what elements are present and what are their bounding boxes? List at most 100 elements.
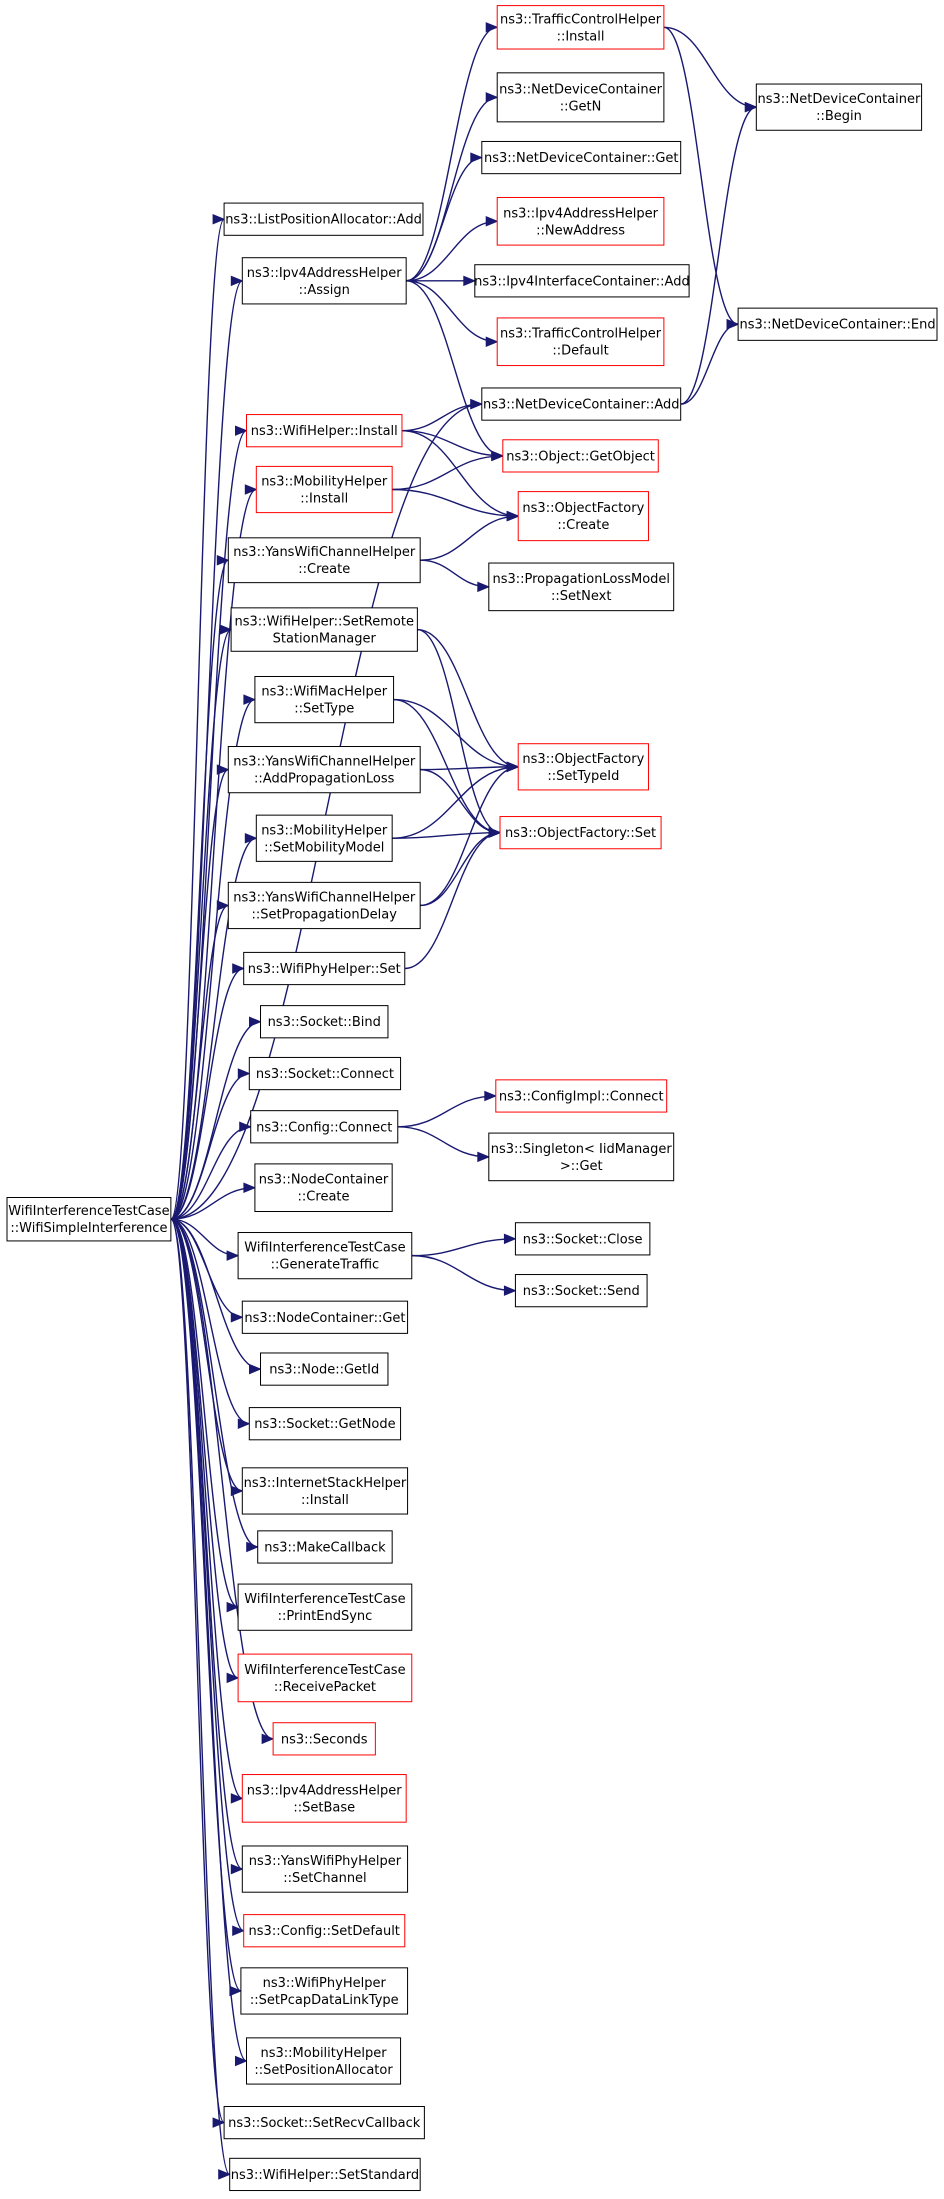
node-ndc-begin[interactable]: ns3::NetDeviceContainer::Begin bbox=[755, 83, 923, 131]
node-makecallback[interactable]: ns3::MakeCallback bbox=[257, 1530, 393, 1564]
node-label: ns3::Socket::Connect bbox=[256, 1067, 394, 1082]
node-singleton-get[interactable]: ns3::Singleton< IidManager>::Get bbox=[488, 1132, 675, 1182]
node-box bbox=[502, 439, 659, 473]
node-witc-recvpacket[interactable]: WifiInterferenceTestCase::ReceivePacket bbox=[237, 1653, 413, 1703]
node-of-settypeid[interactable]: ns3::ObjectFactory::SetTypeId bbox=[517, 743, 649, 791]
edge-arrowhead bbox=[232, 1925, 246, 1936]
node-box bbox=[517, 743, 649, 791]
edge-arrowhead bbox=[477, 1151, 491, 1163]
node-label: ns3::YansWifiChannelHelper bbox=[233, 545, 416, 560]
node-sock-close[interactable]: ns3::Socket::Close bbox=[514, 1222, 651, 1256]
node-nc-get[interactable]: ns3::NodeContainer::Get bbox=[241, 1300, 409, 1334]
node-box bbox=[227, 881, 421, 930]
node-sock-setrecv[interactable]: ns3::Socket::SetRecvCallback bbox=[223, 2105, 425, 2140]
edge-cfg-connect-to-singleton-get bbox=[397, 1126, 491, 1163]
node-of-set[interactable]: ns3::ObjectFactory::Set bbox=[499, 816, 662, 850]
edge-line bbox=[170, 698, 256, 1220]
node-label: ns3::Ipv4InterfaceContainer::Add bbox=[474, 274, 690, 289]
node-node-getid[interactable]: ns3::Node::GetId bbox=[260, 1352, 389, 1386]
node-box bbox=[255, 465, 393, 514]
node-label: ::Begin bbox=[816, 109, 862, 124]
node-box bbox=[254, 675, 395, 724]
node-label: ns3::Ipv4AddressHelper bbox=[247, 1783, 403, 1798]
edge-line bbox=[420, 515, 519, 561]
node-sock-connect[interactable]: ns3::Socket::Connect bbox=[248, 1056, 402, 1091]
node-lpa-add[interactable]: ns3::ListPositionAllocator::Add bbox=[223, 202, 424, 236]
node-witc-printend[interactable]: WifiInterferenceTestCase::PrintEndSync bbox=[237, 1583, 413, 1631]
edge-ywch-addprop-to-of-set bbox=[420, 768, 502, 838]
node-ndc-end[interactable]: ns3::NetDeviceContainer::End bbox=[737, 307, 938, 341]
node-ipv4ah-newaddr[interactable]: ns3::Ipv4AddressHelper::NewAddress bbox=[496, 196, 665, 246]
node-box bbox=[488, 562, 675, 612]
node-wh-install[interactable]: ns3::WifiHelper::Install bbox=[246, 414, 403, 448]
node-box bbox=[496, 317, 665, 367]
edge-line bbox=[401, 429, 503, 457]
node-tch-default[interactable]: ns3::TrafficControlHelper::Default bbox=[496, 317, 665, 367]
node-label: ns3::WifiPhyHelper bbox=[263, 1976, 387, 1991]
node-plm-setnext[interactable]: ns3::PropagationLossModel::SetNext bbox=[488, 562, 675, 612]
node-label: ns3::Socket::Close bbox=[523, 1232, 643, 1247]
node-label: ::PrintEndSync bbox=[278, 1609, 373, 1624]
node-label: ns3::Seconds bbox=[281, 1732, 368, 1747]
node-ish-install[interactable]: ns3::InternetStackHelper::Install bbox=[241, 1467, 409, 1515]
edge-arrowhead bbox=[212, 2117, 226, 2128]
edge-arrowhead bbox=[235, 2055, 248, 2067]
edge-arrowhead bbox=[485, 216, 499, 227]
node-box bbox=[495, 1079, 668, 1113]
edge-line bbox=[420, 831, 501, 907]
node-ywch-setdelay[interactable]: ns3::YansWifiChannelHelper::SetPropagati… bbox=[227, 881, 421, 930]
edge-root-to-ywch-setdelay bbox=[170, 900, 230, 1220]
node-mh-install[interactable]: ns3::MobilityHelper::Install bbox=[255, 465, 393, 514]
edge-arrowhead bbox=[229, 1985, 243, 1997]
node-obj-getobject[interactable]: ns3::Object::GetObject bbox=[502, 439, 659, 473]
node-label: ns3::Ipv4AddressHelper bbox=[247, 266, 403, 281]
node-label: StationManager bbox=[273, 632, 377, 647]
node-tch-install[interactable]: ns3::TrafficControlHelper::Install bbox=[496, 5, 665, 50]
edge-line bbox=[417, 628, 519, 768]
node-label: ns3::ObjectFactory bbox=[522, 501, 644, 516]
edge-wh-install-to-obj-getobject bbox=[401, 429, 505, 462]
edge-line bbox=[170, 1218, 239, 1608]
edge-arrowhead bbox=[261, 1733, 275, 1745]
edge-arrowhead bbox=[212, 213, 226, 225]
node-ywch-addprop[interactable]: ns3::YansWifiChannelHelper::AddPropagati… bbox=[227, 746, 421, 794]
node-ndc-getn[interactable]: ns3::NetDeviceContainer::GetN bbox=[496, 72, 665, 123]
node-cfgimpl-connect[interactable]: ns3::ConfigImpl::Connect bbox=[495, 1079, 668, 1113]
node-box bbox=[237, 1232, 413, 1280]
node-box bbox=[230, 607, 418, 652]
node-ndc-get[interactable]: ns3::NetDeviceContainer::Get bbox=[481, 140, 682, 175]
node-ipv4ic-add[interactable]: ns3::Ipv4InterfaceContainer::Add bbox=[474, 264, 690, 298]
node-ndc-add[interactable]: ns3::NetDeviceContainer::Add bbox=[481, 387, 682, 421]
edge-arrowhead bbox=[485, 336, 499, 347]
edge-arrowhead bbox=[249, 1363, 262, 1375]
node-nc-create[interactable]: ns3::NodeContainer::Create bbox=[254, 1163, 393, 1213]
edge-arrowhead bbox=[244, 484, 258, 495]
node-ipv4ah-assign[interactable]: ns3::Ipv4AddressHelper::Assign bbox=[241, 257, 407, 305]
node-witc-gentraffic[interactable]: WifiInterferenceTestCase::GenerateTraffi… bbox=[237, 1232, 413, 1280]
edge-line bbox=[170, 1218, 243, 1800]
node-cfg-setdefault[interactable]: ns3::Config::SetDefault bbox=[243, 1914, 406, 1948]
edge-root-to-witc-recvpacket bbox=[170, 1218, 240, 1684]
node-root[interactable]: WifiInterferenceTestCase::WifiSimpleInte… bbox=[6, 1197, 172, 1242]
edge-root-to-cfg-connect bbox=[170, 1121, 253, 1220]
node-mh-setposalloc[interactable]: ns3::MobilityHelper::SetPositionAllocato… bbox=[246, 2037, 402, 2085]
node-ywch-create[interactable]: ns3::YansWifiChannelHelper::Create bbox=[227, 537, 421, 584]
node-mh-setmob[interactable]: ns3::MobilityHelper::SetMobilityModel bbox=[255, 814, 393, 862]
node-wmh-settype[interactable]: ns3::WifiMacHelper::SetType bbox=[254, 675, 395, 724]
node-ywph-setchannel[interactable]: ns3::YansWifiPhyHelper::SetChannel bbox=[241, 1845, 409, 1893]
node-wh-setstandard[interactable]: ns3::WifiHelper::SetStandard bbox=[229, 2157, 421, 2192]
node-seconds[interactable]: ns3::Seconds bbox=[272, 1722, 376, 1756]
node-wph-setpcap[interactable]: ns3::WifiPhyHelper::SetPcapDataLinkType bbox=[240, 1967, 409, 2015]
node-of-create[interactable]: ns3::ObjectFactory::Create bbox=[517, 491, 649, 542]
node-wph-set[interactable]: ns3::WifiPhyHelper::Set bbox=[243, 951, 406, 986]
edge-root-to-witc-gentraffic bbox=[170, 1218, 240, 1261]
node-label: ns3::ListPositionAllocator::Add bbox=[225, 213, 422, 228]
node-label: ns3::Socket::Send bbox=[523, 1284, 640, 1299]
node-sock-send[interactable]: ns3::Socket::Send bbox=[514, 1274, 648, 1308]
node-sock-getnode[interactable]: ns3::Socket::GetNode bbox=[248, 1407, 402, 1441]
node-cfg-connect[interactable]: ns3::Config::Connect bbox=[250, 1110, 399, 1144]
node-sock-bind[interactable]: ns3::Socket::Bind bbox=[260, 1005, 389, 1039]
node-ipv4ah-setbase[interactable]: ns3::Ipv4AddressHelper::SetBase bbox=[241, 1774, 407, 1823]
node-box bbox=[481, 140, 682, 175]
